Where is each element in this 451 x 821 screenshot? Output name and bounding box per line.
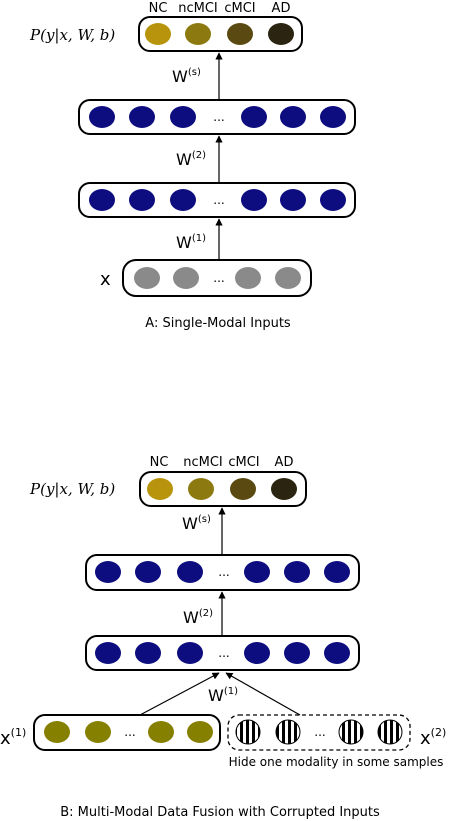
hidden-layer-1-box [85, 635, 360, 671]
hidden-unit [324, 561, 350, 583]
class-label-cmci: cMCI [224, 1, 255, 16]
output-unit-cmci [227, 23, 253, 45]
modality-2-box [227, 714, 411, 751]
output-unit-ncmci [185, 23, 211, 45]
output-layer-box [139, 471, 307, 507]
hidden-unit [135, 561, 161, 583]
arrow-modality-1 [139, 672, 220, 716]
input-unit [173, 267, 199, 289]
corruption-note: Hide one modality in some samples [229, 755, 444, 769]
output-label: P(y|x, W, b) [29, 26, 115, 44]
modality-1-unit [44, 721, 70, 743]
output-unit-cmci [230, 478, 256, 500]
hidden-unit [177, 561, 203, 583]
class-label-ncmci: ncMCI [183, 455, 223, 470]
input-unit [275, 267, 301, 289]
modality-2-unit-hidden [338, 719, 364, 745]
caption-a: A: Single-Modal Inputs [145, 316, 291, 331]
weight-w1-label: W(1) [208, 686, 238, 705]
input2-label: x(2) [420, 726, 446, 749]
output-label: P(y|x, W, b) [29, 480, 115, 498]
panel-b: NC ncMCI cMCI AD P(y|x, W, b) W(s) ... W… [0, 455, 446, 820]
output-unit-ad [271, 478, 297, 500]
weight-ws-label: W(s) [182, 514, 211, 533]
hidden-unit [241, 106, 267, 128]
modality-1-unit [148, 721, 174, 743]
hidden-unit [320, 189, 346, 211]
weight-ws-label: W(s) [172, 67, 201, 86]
weight-w2-label: W(2) [176, 150, 206, 169]
modality-2-unit-hidden [275, 719, 301, 745]
panel-a: NC ncMCI cMCI AD P(y|x, W, b) W(s) ... W… [29, 1, 356, 331]
ellipsis: ... [314, 725, 325, 739]
class-label-nc: NC [150, 455, 169, 470]
weight-w1-label: W(1) [176, 233, 206, 252]
ellipsis: ... [213, 110, 224, 124]
weight-w2-label: W(2) [183, 608, 213, 627]
input-unit [235, 267, 261, 289]
modality-2-unit-hidden [377, 719, 403, 745]
output-unit-nc [145, 23, 171, 45]
input-unit [134, 267, 160, 289]
hidden-unit [284, 561, 310, 583]
hidden-unit [284, 642, 310, 664]
hidden-unit [129, 106, 155, 128]
hidden-unit [95, 561, 121, 583]
hidden-unit [129, 189, 155, 211]
hidden-unit [280, 189, 306, 211]
hidden-layer-2-box [78, 99, 356, 135]
input-label-x: x [100, 269, 111, 290]
modality-1-unit [187, 721, 213, 743]
hidden-unit [241, 189, 267, 211]
arrow-modality-2 [225, 672, 301, 716]
input-layer-box [122, 259, 312, 297]
hidden-unit [135, 642, 161, 664]
ellipsis: ... [213, 271, 224, 285]
modality-1-box [33, 714, 221, 751]
hidden-unit [244, 561, 270, 583]
hidden-unit [280, 106, 306, 128]
class-label-ad: AD [272, 1, 291, 16]
hidden-unit [320, 106, 346, 128]
ellipsis: ... [213, 193, 224, 207]
output-unit-ncmci [188, 478, 214, 500]
modality-2-unit-hidden [235, 719, 261, 745]
class-label-cmci: cMCI [228, 455, 259, 470]
hidden-unit [177, 642, 203, 664]
ellipsis: ... [218, 646, 229, 660]
hidden-layer-1-box [78, 182, 356, 218]
output-layer-box [138, 16, 303, 52]
modality-1-unit [85, 721, 111, 743]
hidden-unit [95, 642, 121, 664]
class-label-ncmci: ncMCI [178, 1, 218, 16]
hidden-unit [324, 642, 350, 664]
caption-b: B: Multi-Modal Data Fusion with Corrupte… [60, 805, 380, 820]
hidden-unit [244, 642, 270, 664]
output-unit-nc [147, 478, 173, 500]
ellipsis: ... [218, 565, 229, 579]
hidden-unit [89, 106, 115, 128]
class-label-nc: NC [149, 1, 168, 16]
hidden-unit [170, 189, 196, 211]
ellipsis: ... [124, 725, 135, 739]
output-unit-ad [268, 23, 294, 45]
hidden-unit [170, 106, 196, 128]
hidden-layer-2-box [85, 554, 360, 591]
class-label-ad: AD [275, 455, 294, 470]
hidden-unit [89, 189, 115, 211]
input1-label: x(1) [0, 726, 26, 749]
